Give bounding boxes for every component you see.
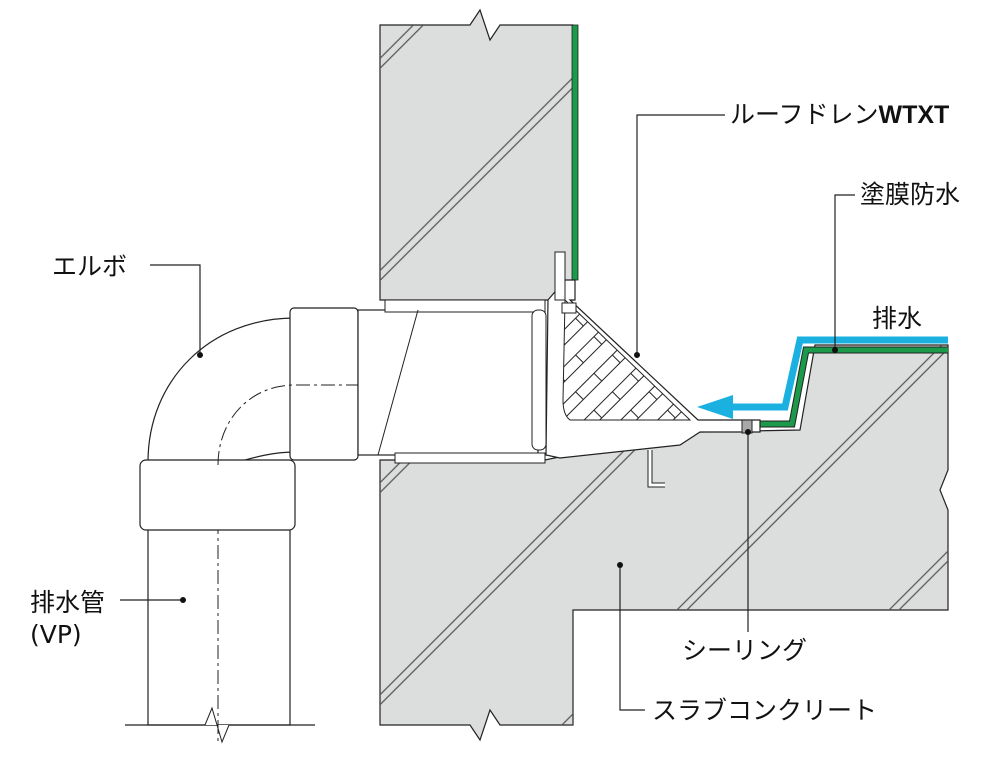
roof-drain-body [545, 251, 761, 488]
slab-concrete-label: スラブコンクリート [652, 696, 878, 725]
leader-dots [180, 347, 838, 603]
roof-drain-label-text: ルーフドレン [730, 100, 879, 129]
drainage-label: 排水 [872, 304, 923, 333]
elbow [139, 307, 560, 531]
water-flow-arrow [697, 336, 948, 419]
waterproofing-label: 塗膜防水 [860, 180, 961, 209]
elbow-label: エルボ [52, 252, 128, 281]
roof-drain-model: WTXT [878, 101, 950, 129]
leader-lines [120, 114, 855, 711]
drain-pipe-label: 排水管 [30, 588, 106, 617]
roof-drain-label: ルーフドレンWTXT [730, 102, 949, 128]
horizontal-pipe [357, 299, 547, 464]
drain-pipe [125, 420, 315, 745]
drain-pipe-material-label: (VP) [30, 620, 82, 649]
sealing-label: シーリング [682, 636, 808, 665]
